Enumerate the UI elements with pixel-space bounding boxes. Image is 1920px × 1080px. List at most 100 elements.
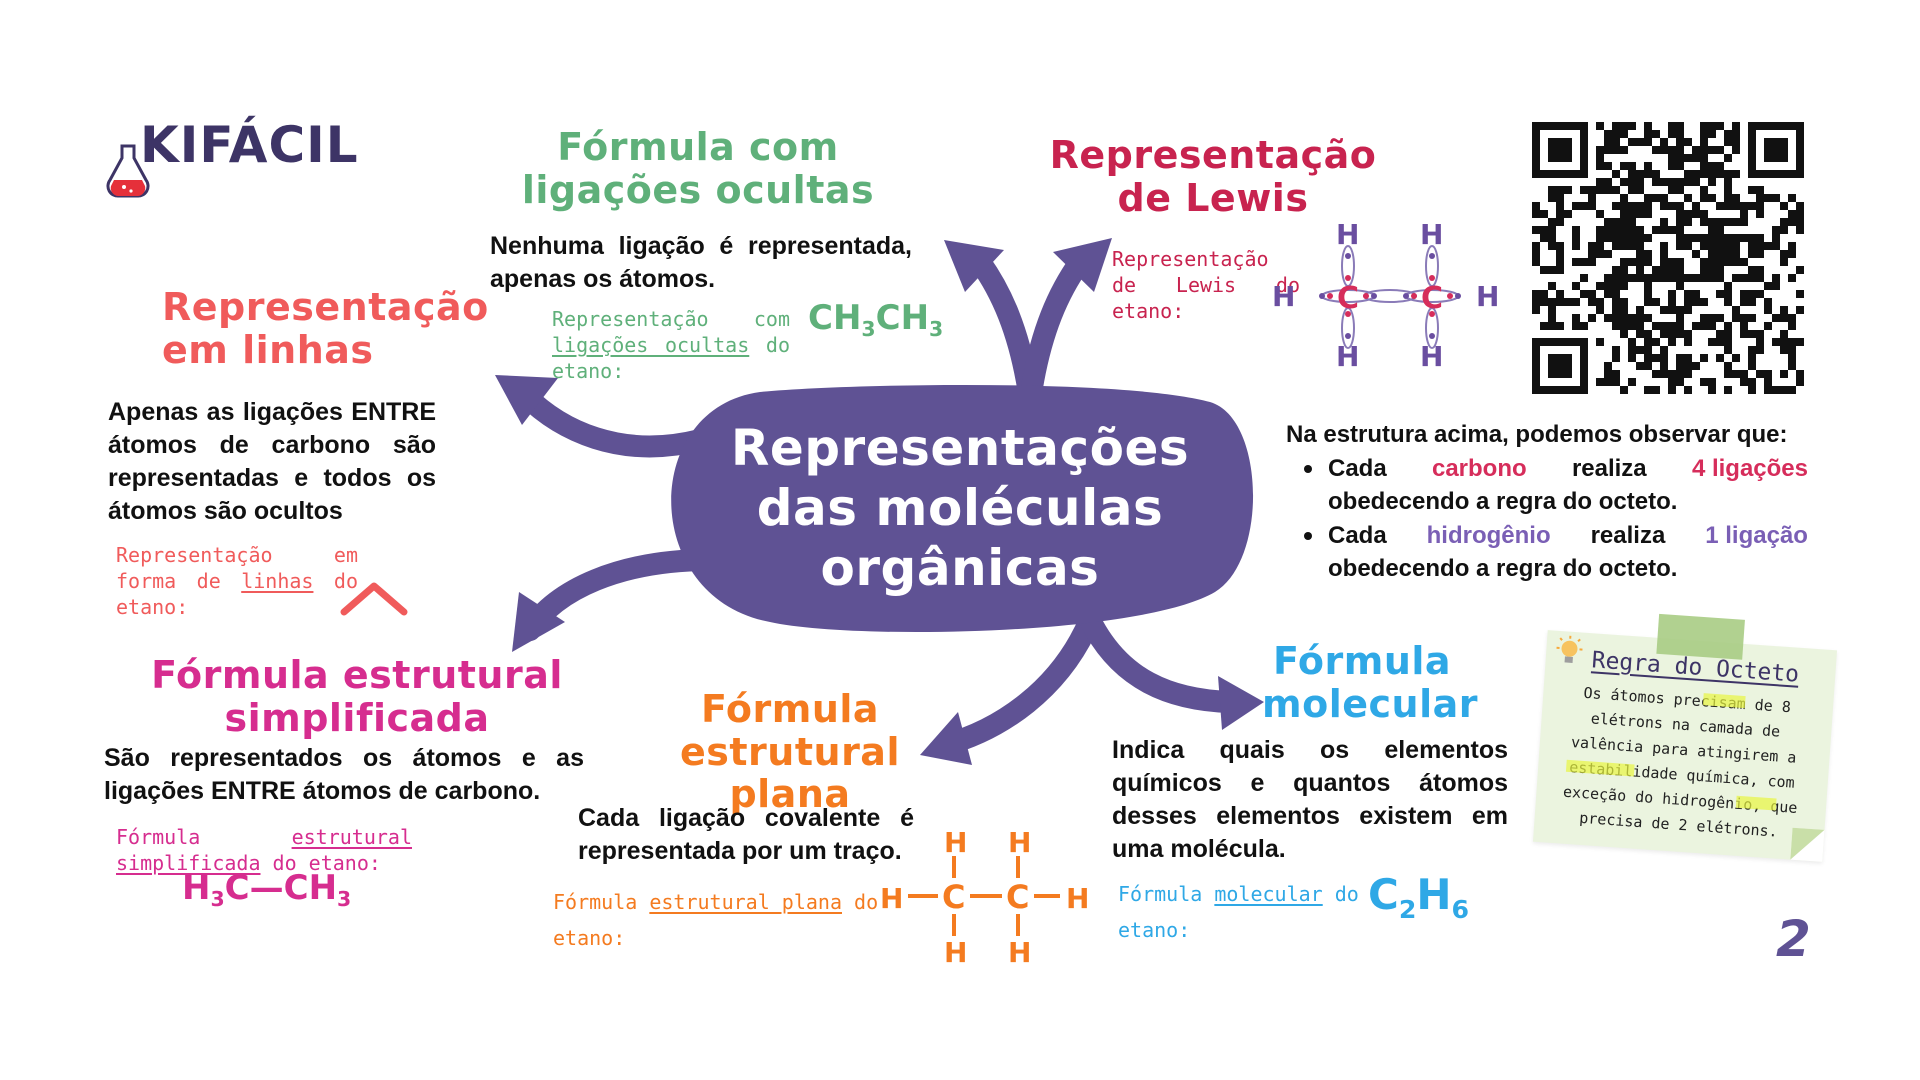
central-blob: [671, 384, 1254, 633]
lewis-carbon-1: C: [1337, 281, 1359, 316]
plana-note-pre: Fórmula: [553, 890, 638, 914]
oculta-formula: CH3CH3: [808, 298, 943, 341]
qr-code[interactable]: [1532, 122, 1804, 394]
text-fragment: realiza: [1590, 522, 1666, 549]
molecular-note-underlined: molecular: [1214, 882, 1323, 906]
plana-hydrogen: H: [944, 936, 967, 966]
lewis-title: Representação de Lewis: [1049, 133, 1377, 220]
molecular-description: Indica quais os elementos químicos e qua…: [1112, 736, 1508, 863]
simplificada-note-post: do etano:: [272, 851, 381, 875]
simplificada-note-underlined: estrutural simplificada: [116, 825, 412, 875]
linhas-description: Apenas as ligações ENTRE átomos de carbo…: [108, 398, 436, 525]
plana-note: Fórmula estrutural plana do etano:: [553, 884, 883, 956]
observation-item: Cada hidrogênio realiza 1 ligação obedec…: [1304, 519, 1808, 585]
linhas-note: Representação em forma de linhas do etan…: [116, 542, 358, 620]
central-title: Representações das moléculas orgânicas: [730, 419, 1190, 597]
formula-part: H: [182, 868, 211, 908]
arrowhead-left-down: [512, 592, 565, 652]
observation-item: Cada carbono realiza 4 ligações obedecen…: [1304, 452, 1808, 518]
formula-subscript: 3: [861, 317, 876, 342]
oculta-note-underlined: ligações ocultas: [552, 333, 750, 357]
arrow-bottom-left: [934, 609, 1101, 756]
plana-carbon-2: C: [1006, 878, 1029, 916]
molecular-note-pre: Fórmula: [1118, 882, 1203, 906]
highlight-count: 4 ligações: [1691, 455, 1808, 482]
arrow-bottom-right: [1079, 609, 1241, 713]
linhas-title: Representação em linhas: [162, 285, 489, 372]
molecular-title: Fórmula molecular: [1262, 639, 1478, 726]
simplificada-description: São representados os átomos e as ligaçõe…: [104, 744, 584, 805]
oculta-note-post: do etano:: [552, 333, 791, 383]
observation-line-2: obedecendo a regra do octeto.: [1328, 555, 1678, 582]
formula-subscript: 3: [337, 887, 352, 912]
linhas-note-pre: Representação em forma de: [116, 543, 358, 593]
simplificada-note-pre: Fórmula: [116, 825, 201, 849]
formula-part: C: [1368, 870, 1399, 919]
lewis-hydrogen: H: [1420, 220, 1443, 251]
oculta-title: Fórmula com ligações ocultas: [521, 125, 875, 212]
linhas-note-underlined: linhas: [241, 569, 314, 593]
arrowhead-bottom-right: [1218, 676, 1264, 730]
plana-note-underlined: estrutural plana: [649, 890, 842, 914]
highlight-count: 1 ligação: [1705, 522, 1808, 549]
formula-part: C—CH: [224, 868, 338, 908]
lewis-hydrogen: H: [1420, 340, 1443, 370]
observation-line-2: obedecendo a regra do octeto.: [1328, 488, 1678, 515]
molecular-note: Fórmula molecular do etano:: [1118, 876, 1370, 948]
lewis-hydrogen: H: [1272, 280, 1295, 313]
plana-hydrogen: H: [1008, 826, 1031, 859]
simplificada-note: Fórmula estrutural simplificada do etano…: [116, 824, 412, 876]
lewis-hydrogen: H: [1336, 220, 1359, 251]
oculta-description: Nenhuma ligação é representada, apenas o…: [490, 232, 912, 293]
arrowhead-top-right: [1053, 238, 1112, 292]
lewis-hydrogen: H: [1336, 340, 1359, 370]
formula-part: H: [1416, 870, 1452, 919]
lightbulb-icon: [1556, 635, 1583, 663]
logo-text: KIFÁCIL: [140, 116, 359, 174]
formula-subscript: 3: [210, 887, 225, 912]
observation-intro: Na estrutura acima, podemos observar que…: [1286, 421, 1788, 448]
lewis-carbon-2: C: [1421, 281, 1443, 316]
plana-structure: C C H H H H H H: [880, 826, 1089, 966]
plana-note-post: do etano:: [553, 890, 879, 950]
plana-description: Cada ligação covalente é representada po…: [578, 804, 914, 865]
oculta-note: Representação com ligações ocultas do et…: [552, 306, 790, 384]
bullet-icon: [1304, 465, 1312, 473]
plana-hydrogen: H: [944, 826, 967, 859]
arrow-top-right: [1019, 251, 1091, 411]
formula-subscript: 2: [1398, 894, 1417, 924]
arrow-left-up: [514, 384, 711, 458]
line-structure-icon: [340, 582, 408, 616]
plana-title: Fórmula estrutural plana: [680, 687, 900, 817]
linhas-note-post: do etano:: [116, 569, 358, 619]
observation-line: Cada carbono realiza 4 ligações: [1328, 452, 1808, 485]
simplificada-title: Fórmula estrutural simplificada: [151, 653, 563, 740]
text-fragment: realiza: [1571, 455, 1647, 482]
formula-subscript: 3: [929, 317, 944, 342]
octet-rule-note: Regra do Octeto Os átomos precisam de 8 …: [1532, 613, 1838, 862]
molecular-formula: C2H6: [1368, 870, 1469, 924]
arrowhead-top-left: [944, 240, 1004, 292]
plana-carbon-1: C: [942, 878, 965, 916]
oculta-note-pre: Representação com: [552, 307, 790, 331]
highlight-hydrogen: hidrogênio: [1426, 522, 1551, 549]
formula-subscript: 6: [1451, 894, 1470, 924]
logo: KIFÁCIL: [106, 112, 358, 202]
text-fragment: Cada: [1328, 522, 1387, 549]
plana-hydrogen: H: [1066, 882, 1089, 915]
observation-line: Cada hidrogênio realiza 1 ligação: [1328, 519, 1808, 552]
bullet-icon: [1304, 532, 1312, 540]
lewis-hydrogen: H: [1476, 280, 1499, 313]
observation-block: Na estrutura acima, podemos observar que…: [1286, 418, 1808, 585]
lewis-structure: C C H H H H H H: [1272, 220, 1499, 370]
text-fragment: Cada: [1328, 455, 1387, 482]
plana-hydrogen: H: [880, 882, 903, 915]
highlight-carbon: carbono: [1431, 455, 1527, 482]
formula-part: CH: [875, 298, 930, 338]
lewis-note: Representação de Lewis do etano:: [1112, 247, 1300, 323]
arrowhead-bottom-left: [920, 712, 972, 765]
molecular-note-post: do etano:: [1118, 882, 1359, 942]
arrowhead-left-up: [495, 375, 558, 425]
plana-hydrogen: H: [1008, 936, 1031, 966]
